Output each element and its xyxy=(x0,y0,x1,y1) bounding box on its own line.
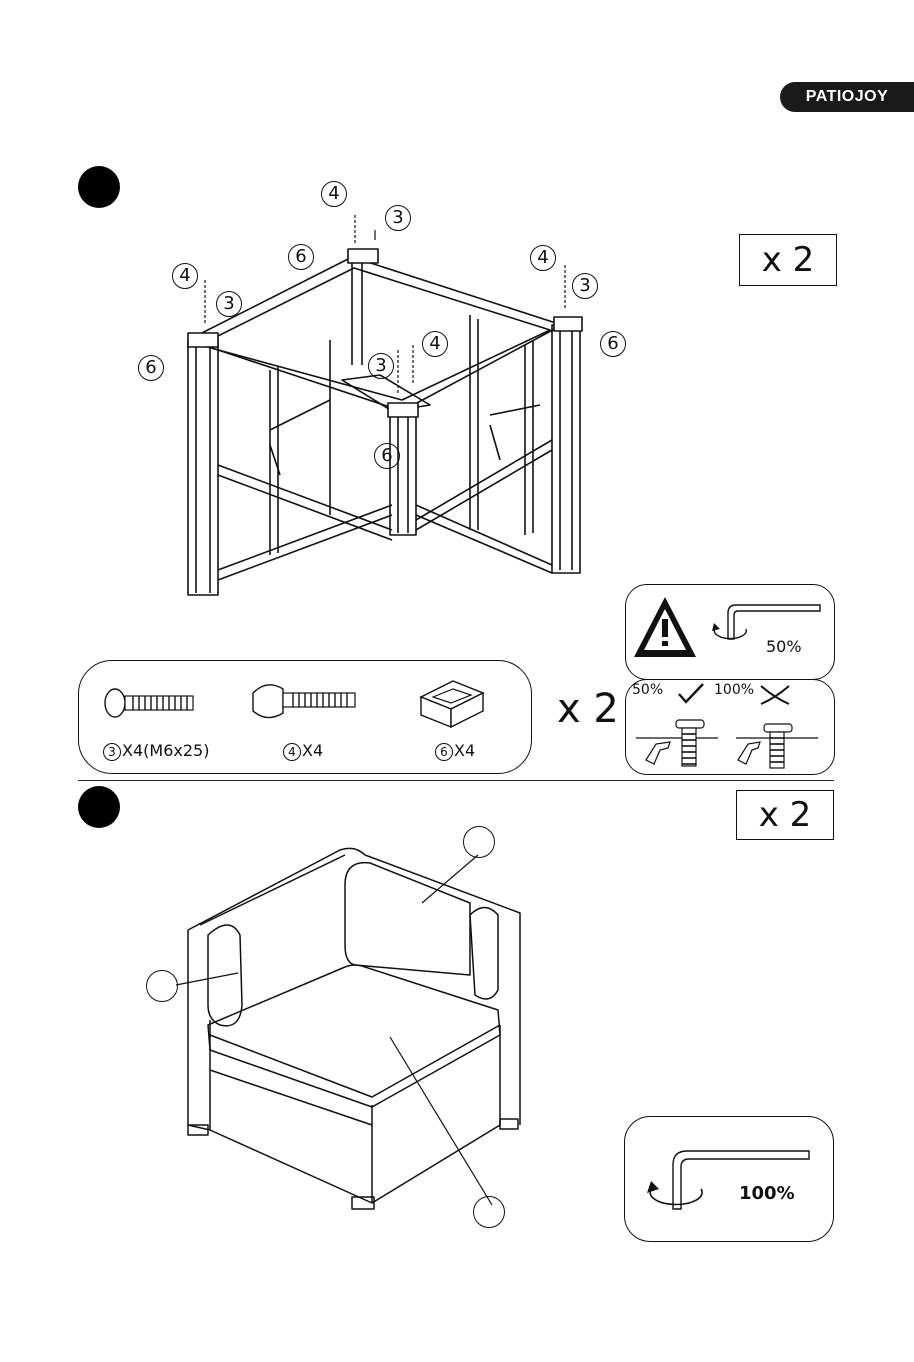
tighten-panel: 50% 100% xyxy=(625,679,835,775)
callout-part-6-front: 6 xyxy=(374,442,401,469)
step-2-marker xyxy=(78,786,120,828)
checkmark-icon xyxy=(676,682,706,706)
warning-tool-percent: 50% xyxy=(766,637,802,656)
warning-panel: 50% xyxy=(625,584,835,680)
corner-bracket-illustration xyxy=(417,673,487,733)
tighten-ok-percent: 50% xyxy=(632,682,663,698)
tool-full-percent: 100% xyxy=(739,1183,795,1204)
callout-part-6-left: 6 xyxy=(138,354,165,381)
callout-part-4-front: 4 xyxy=(422,330,449,357)
foot-bolt-illustration xyxy=(247,675,359,727)
callout-part-4-top: 4 xyxy=(321,180,348,207)
bolt-m6x25-illustration xyxy=(101,683,201,723)
warning-triangle-icon xyxy=(632,595,698,659)
cross-icon xyxy=(758,684,792,706)
callout-part-6-top: 6 xyxy=(288,243,315,270)
step-2-quantity-box: x 2 xyxy=(736,790,834,840)
tool-panel-full-tighten: 100% xyxy=(624,1116,834,1242)
callout-seat-cushion xyxy=(473,1196,505,1228)
bolt-icon xyxy=(634,714,718,770)
callout-side-cushion xyxy=(146,970,178,1002)
callout-part-3-left: 3 xyxy=(216,290,243,317)
callout-part-4-right: 4 xyxy=(530,244,557,271)
step-1-quantity-box: x 2 xyxy=(739,234,837,286)
step-2-quantity: x 2 xyxy=(759,795,812,835)
panel-multiplier: x 2 xyxy=(557,686,619,732)
callout-part-3-top: 3 xyxy=(385,204,412,231)
step-1-marker xyxy=(78,166,120,208)
tighten-bad-percent: 100% xyxy=(714,682,754,698)
corner-chair-drawing xyxy=(140,825,540,1225)
callout-back-cushion xyxy=(463,826,495,858)
brand-logo: PATIOJOY xyxy=(780,82,914,112)
frame-assembly-drawing xyxy=(130,175,640,605)
bolt-icon xyxy=(734,714,818,770)
callout-part-3-front: 3 xyxy=(368,352,395,379)
callout-part-4-left: 4 xyxy=(172,262,199,289)
step-divider xyxy=(78,780,834,781)
step-1-quantity: x 2 xyxy=(762,240,815,280)
brand-logo-text: PATIOJOY xyxy=(806,88,889,106)
callout-part-3-right: 3 xyxy=(572,272,599,299)
callout-part-6-right: 6 xyxy=(600,330,627,357)
